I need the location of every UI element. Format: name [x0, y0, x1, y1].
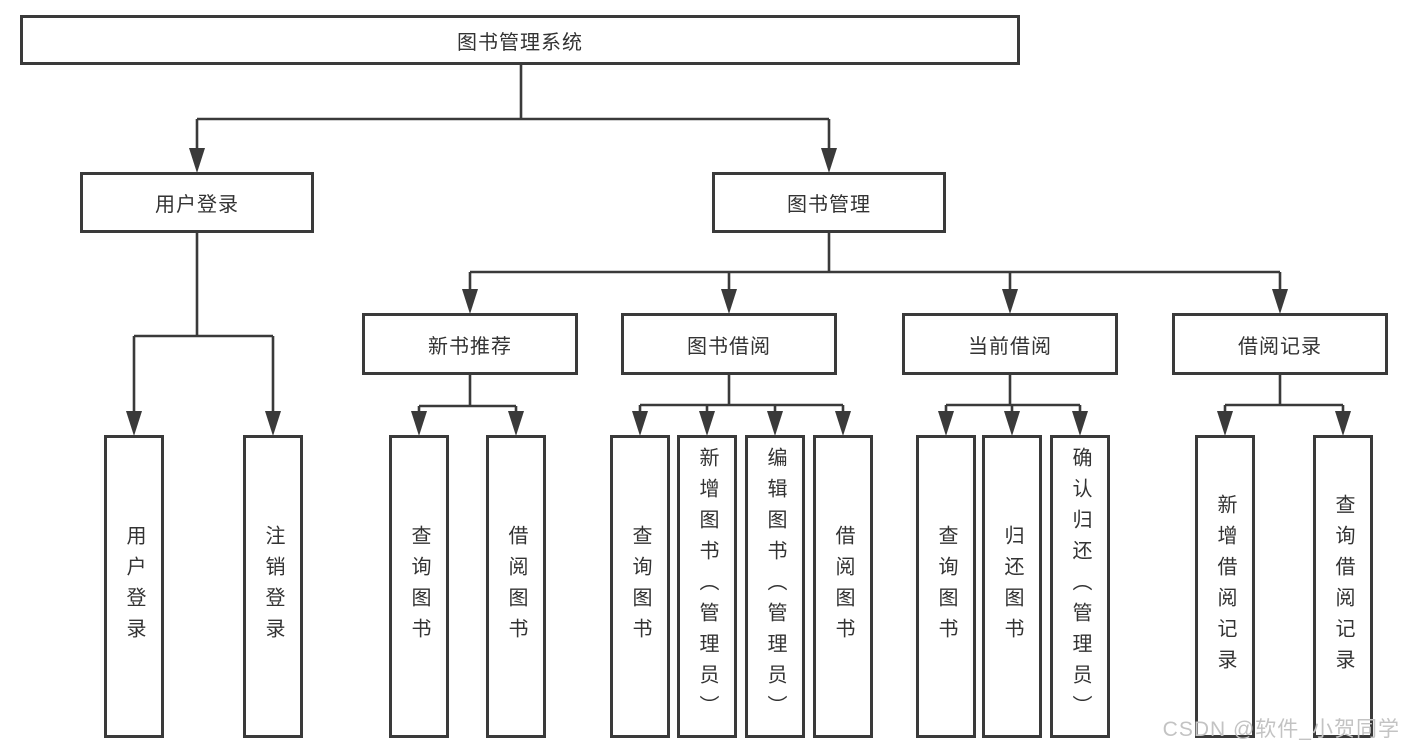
csdn-watermark: CSDN @软件_小贺同学 [1162, 718, 1400, 741]
leaf-add-book-admin: 新增图书（管理员） [677, 435, 737, 738]
node-label: 确认归还（管理员） [1069, 447, 1091, 726]
node-label: 借阅图书 [832, 524, 854, 649]
node-current-borrow: 当前借阅 [902, 313, 1118, 375]
node-label: 当前借阅 [968, 335, 1052, 358]
node-label: 注销登录 [262, 524, 284, 649]
node-label: 新书推荐 [428, 335, 512, 358]
leaf-edit-book-admin: 编辑图书（管理员） [745, 435, 805, 738]
node-label: 图书借阅 [687, 335, 771, 358]
node-label: 新增借阅记录 [1214, 493, 1236, 680]
node-user-login-branch: 用户登录 [80, 172, 314, 233]
node-label: 借阅记录 [1238, 335, 1322, 358]
node-label: 新增图书（管理员） [696, 447, 718, 726]
node-label: 用户登录 [123, 524, 145, 649]
node-label: 图书管理 [787, 194, 871, 216]
node-label: 查询图书 [629, 524, 651, 649]
leaf-query-borrow-record: 查询借阅记录 [1313, 435, 1373, 738]
leaf-borrow-query-books: 查询图书 [610, 435, 670, 738]
leaf-return-books: 归还图书 [982, 435, 1042, 738]
node-book-management-branch: 图书管理 [712, 172, 946, 233]
node-label: 借阅图书 [505, 524, 527, 649]
leaf-newbook-query-books: 查询图书 [389, 435, 449, 738]
leaf-confirm-return-admin: 确认归还（管理员） [1050, 435, 1110, 738]
node-book-borrow: 图书借阅 [621, 313, 837, 375]
node-root-library-system: 图书管理系统 [20, 15, 1020, 65]
node-label: 查询借阅记录 [1332, 493, 1354, 680]
node-label: 查询图书 [408, 524, 430, 649]
leaf-logout: 注销登录 [243, 435, 303, 738]
leaf-borrow-books: 借阅图书 [813, 435, 873, 738]
node-label: 用户登录 [155, 194, 239, 216]
leaf-user-login: 用户登录 [104, 435, 164, 738]
node-label: 查询图书 [935, 524, 957, 649]
node-new-book-recommend: 新书推荐 [362, 313, 578, 375]
node-label: 图书管理系统 [457, 31, 583, 54]
node-borrow-record: 借阅记录 [1172, 313, 1388, 375]
node-label: 编辑图书（管理员） [764, 447, 786, 726]
leaf-current-query-books: 查询图书 [916, 435, 976, 738]
leaf-newbook-borrow-books: 借阅图书 [486, 435, 546, 738]
leaf-add-borrow-record: 新增借阅记录 [1195, 435, 1255, 738]
node-label: 归还图书 [1001, 524, 1023, 649]
